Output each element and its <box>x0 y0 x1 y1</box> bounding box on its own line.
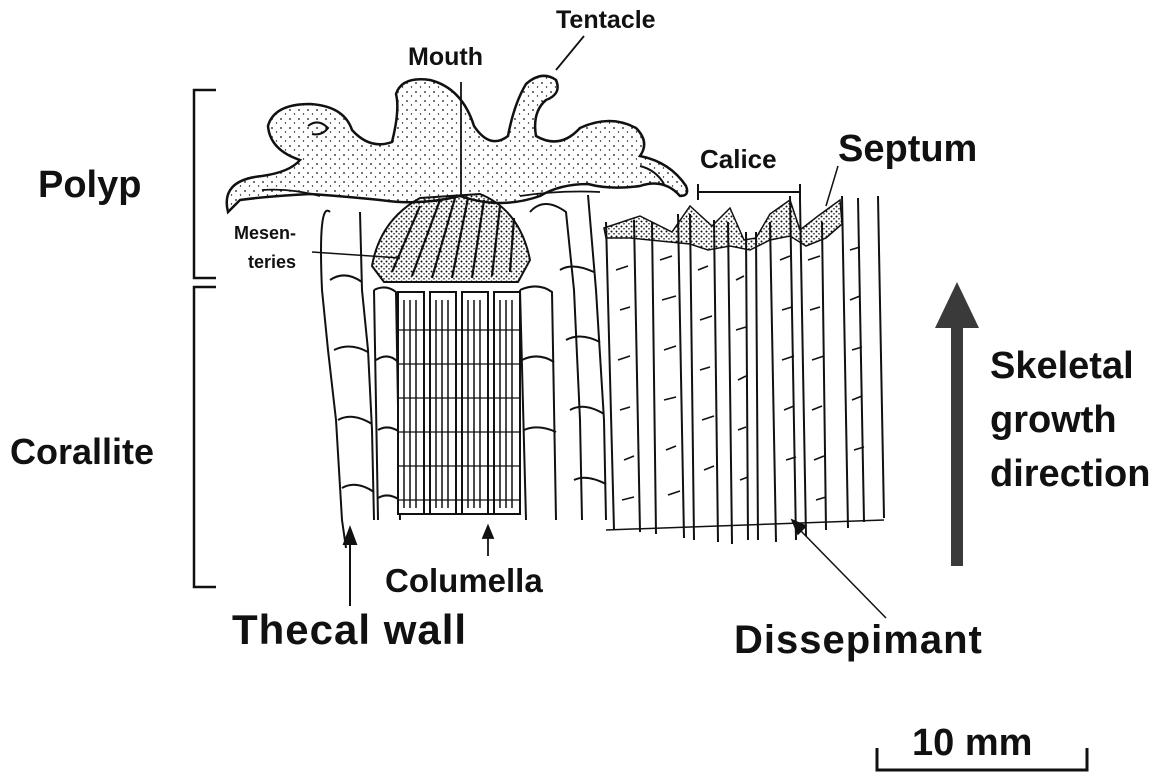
columella-columns <box>398 292 520 514</box>
mouth-label: Mouth <box>408 45 483 70</box>
right-wall-skeleton <box>520 195 606 520</box>
thecal-wall-pointer <box>344 528 356 606</box>
growth-label-line3: direction <box>990 455 1150 493</box>
dissepimant-label: Dissepimant <box>734 620 983 660</box>
septum-label: Septum <box>838 130 977 168</box>
polyp-body <box>227 76 687 212</box>
columella-label: Columella <box>385 564 543 597</box>
mesenteries <box>372 194 530 282</box>
mesenteries-label-line1: Mesen- <box>234 224 296 242</box>
corallite-label: Corallite <box>10 434 154 470</box>
columella-pointer <box>483 526 493 556</box>
growth-label-line2: growth <box>990 401 1117 439</box>
thecal-wall-label: Thecal wall <box>232 609 467 651</box>
corallite-bracket <box>194 287 216 587</box>
tentacle-label: Tentacle <box>556 8 656 33</box>
scale-bar-label: 10 mm <box>912 724 1032 762</box>
polyp-label: Polyp <box>38 166 141 204</box>
polyp-bracket <box>194 90 216 278</box>
calice-bracket <box>698 184 800 200</box>
septum-pointer <box>826 166 838 206</box>
growth-label-line1: Skeletal <box>990 347 1134 385</box>
calice-label: Calice <box>700 146 777 172</box>
tentacle-pointer <box>556 36 584 70</box>
mesenteries-label-line2: teries <box>248 253 296 271</box>
septa-tops <box>604 200 842 250</box>
growth-direction-arrow <box>935 282 979 566</box>
